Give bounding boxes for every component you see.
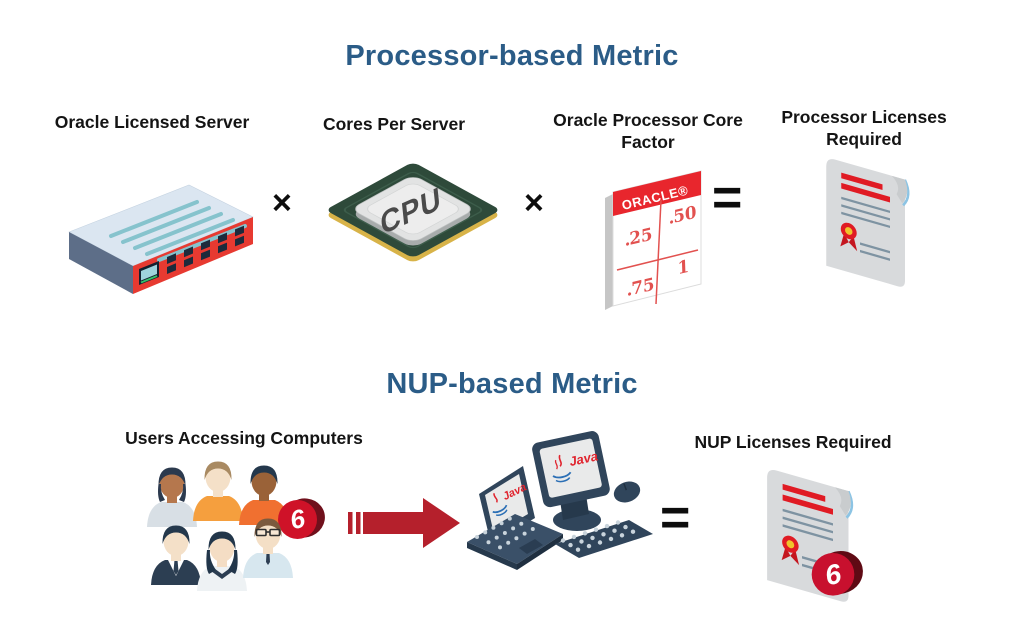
oracle-licensed-server-label: Oracle Licensed Server <box>54 112 250 132</box>
processor-metric-title: Processor-based Metric <box>345 40 679 72</box>
cores-per-server-label: Cores Per Server <box>322 114 466 134</box>
user-avatar <box>147 467 197 527</box>
processor-license-document-icon <box>826 159 910 287</box>
user-avatar <box>151 525 201 585</box>
equals-operator-1: = <box>712 169 742 227</box>
users-accessing-computers-label: Users Accessing Computers <box>125 428 363 448</box>
user-avatar <box>243 518 293 578</box>
server-icon <box>68 184 254 294</box>
user-avatar <box>239 465 289 525</box>
cpu-icon: CPU <box>328 163 498 262</box>
license-count-badge: 6 <box>811 550 863 596</box>
multiply-operator-1: × <box>272 184 292 222</box>
nup-metric-title: NUP-based Metric <box>386 368 638 400</box>
java-logo: Java <box>552 448 599 483</box>
computers-icon: Java Java <box>467 431 653 570</box>
multiply-operator-2: × <box>524 184 544 222</box>
user-avatar <box>193 461 243 521</box>
user-count-text: 6 <box>287 503 308 535</box>
nup-licenses-label: NUP Licenses Required <box>694 432 892 452</box>
mouse-icon <box>613 481 641 503</box>
user-avatar <box>197 531 247 591</box>
laptop-icon: Java <box>467 466 563 570</box>
license-count-text: 6 <box>822 558 844 592</box>
user-count-badge: 6 <box>278 498 325 539</box>
core-factor-label: Oracle Processor Core Factor <box>553 110 743 152</box>
svg-text:Java: Java <box>568 448 599 469</box>
ribbon-seal-icon <box>781 535 800 566</box>
monitor-icon: Java <box>532 431 610 508</box>
nup-license-document-icon: 6 <box>767 469 863 602</box>
keyboard-icon <box>555 520 653 558</box>
equals-operator-2: = <box>660 489 690 547</box>
arrow-right-icon <box>348 498 460 548</box>
users-group-icon: 6 <box>147 461 325 591</box>
core-factor-card-icon: ORACLE® .25 .50 .75 1 <box>605 170 702 310</box>
oracle-band <box>613 171 701 216</box>
glasses-icon <box>255 528 281 537</box>
core-factor-bottom-right: 1 <box>676 257 692 279</box>
ribbon-seal-icon <box>840 222 858 252</box>
processor-licenses-label: Processor Licenses Required <box>781 107 947 149</box>
